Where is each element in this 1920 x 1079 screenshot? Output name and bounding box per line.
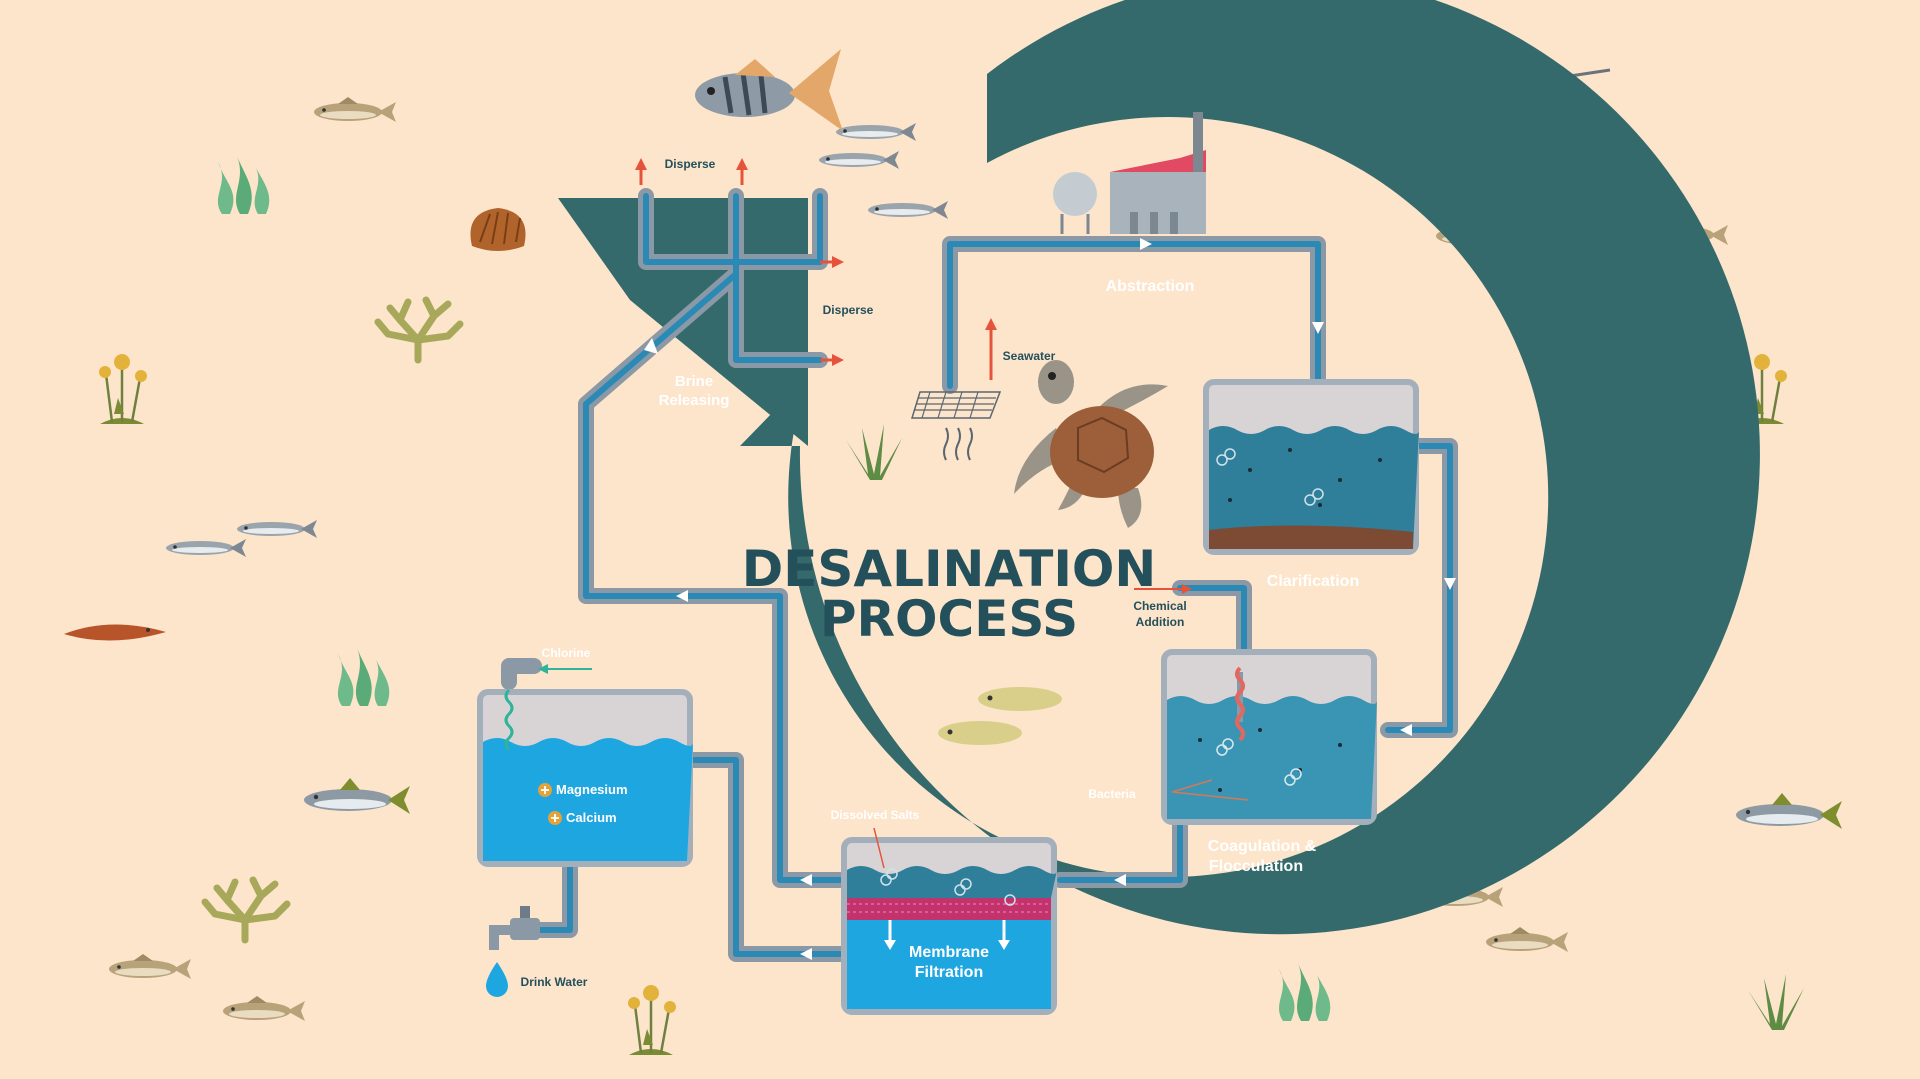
fish-icon bbox=[166, 539, 246, 557]
clarification-label: Clarification bbox=[1267, 573, 1359, 590]
tap-icon bbox=[489, 906, 540, 950]
diagram-title: DESALINATION PROCESS bbox=[742, 540, 1157, 648]
fish-icon bbox=[819, 151, 899, 169]
membrane-tank bbox=[841, 837, 1057, 1015]
brine-label-line2: Releasing bbox=[659, 392, 730, 409]
calcium-label: Calcium bbox=[566, 810, 617, 825]
fish-icon bbox=[836, 123, 916, 141]
coagulation-label-line1: Coagulation & bbox=[1208, 838, 1317, 855]
fish-icon bbox=[1736, 793, 1842, 829]
coral-icon bbox=[205, 880, 287, 940]
fish-icon bbox=[304, 778, 410, 814]
seaweed-icon bbox=[1279, 961, 1331, 1021]
seawater-arrowhead bbox=[985, 318, 997, 330]
seawater-label: Seawater bbox=[1003, 349, 1056, 363]
clarification-tank bbox=[1203, 379, 1419, 555]
title-line1: DESALINATION bbox=[742, 540, 1157, 598]
chemical-label-line1: Chemical bbox=[1133, 599, 1186, 613]
membrane-label-line1: Membrane bbox=[909, 944, 989, 961]
flatfish-icon bbox=[938, 687, 1062, 745]
chemical-arrowhead bbox=[1182, 584, 1192, 594]
striped-fish-icon bbox=[695, 49, 843, 131]
magnesium-label: Magnesium bbox=[556, 782, 628, 797]
grass-icon bbox=[1748, 974, 1804, 1030]
fish-icon bbox=[109, 954, 191, 979]
bacteria-label: Bacteria bbox=[1088, 787, 1136, 801]
water-drop-icon bbox=[486, 962, 508, 997]
chemical-label-line2: Addition bbox=[1136, 615, 1185, 629]
grass-icon bbox=[846, 424, 902, 480]
brine-label-line1: Brine bbox=[675, 373, 713, 390]
seaweed-icon bbox=[338, 646, 390, 706]
fish-icon bbox=[237, 520, 317, 538]
flower-icon bbox=[626, 983, 678, 1057]
fish-icon bbox=[223, 996, 305, 1021]
factory-icon bbox=[1053, 112, 1206, 234]
fish-icon bbox=[1486, 927, 1568, 952]
coagulation-tank bbox=[1161, 649, 1377, 825]
disperse-top-label: Disperse bbox=[665, 157, 716, 171]
bacteria-pointer bbox=[1171, 779, 1249, 801]
disperse-arrows bbox=[635, 158, 844, 366]
dissolved-salts-pointer bbox=[873, 827, 885, 869]
turtle-icon bbox=[1014, 360, 1168, 528]
coagulation-label-line2: Flocculation bbox=[1209, 858, 1303, 875]
intake-screen bbox=[910, 391, 1002, 461]
disperse-side-label: Disperse bbox=[823, 303, 874, 317]
flower-icon bbox=[97, 352, 149, 426]
membrane-label-line2: Filtration bbox=[915, 964, 983, 981]
fish-icon bbox=[868, 201, 948, 219]
shell-icon bbox=[470, 208, 526, 251]
drink-water-label: Drink Water bbox=[521, 975, 588, 989]
seaweed-icon bbox=[218, 154, 270, 214]
fish-icon bbox=[314, 97, 396, 122]
drinking-water-tank bbox=[477, 688, 693, 867]
dissolved-salts-label: Dissolved Salts bbox=[831, 808, 920, 822]
title-line2: PROCESS bbox=[820, 590, 1078, 648]
chlorine-label: Chlorine bbox=[542, 646, 591, 660]
abstraction-label: Abstraction bbox=[1106, 278, 1195, 295]
coral-icon bbox=[378, 300, 460, 360]
eel-icon bbox=[64, 624, 166, 641]
chlorine-arrowhead bbox=[538, 664, 548, 674]
